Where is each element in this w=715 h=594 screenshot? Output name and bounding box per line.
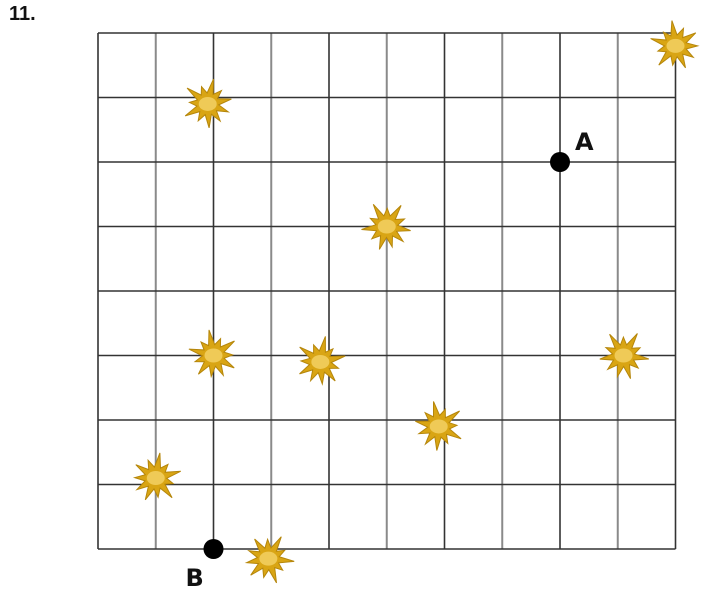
- explosion-star-icon: [244, 536, 295, 584]
- explosion-star-icon: [132, 452, 182, 501]
- explosion-star-icon: [299, 336, 346, 386]
- explosion-star-icon: [184, 78, 232, 129]
- grid-lines: [97, 32, 677, 550]
- explosion-star-icon: [188, 329, 235, 379]
- problem-number: 11.: [9, 3, 36, 25]
- explosion-star-icon: [361, 203, 411, 250]
- explosion-star-icon: [415, 401, 462, 451]
- point-a-marker: [550, 152, 570, 172]
- explosion-star-icon: [599, 333, 649, 379]
- point-b-marker: [203, 539, 224, 559]
- explosion-star-icon: [650, 20, 700, 69]
- points-layer: AB: [186, 128, 595, 592]
- point-a-label: A: [575, 128, 594, 156]
- stars-layer: [132, 20, 700, 584]
- point-b-label: B: [186, 564, 204, 592]
